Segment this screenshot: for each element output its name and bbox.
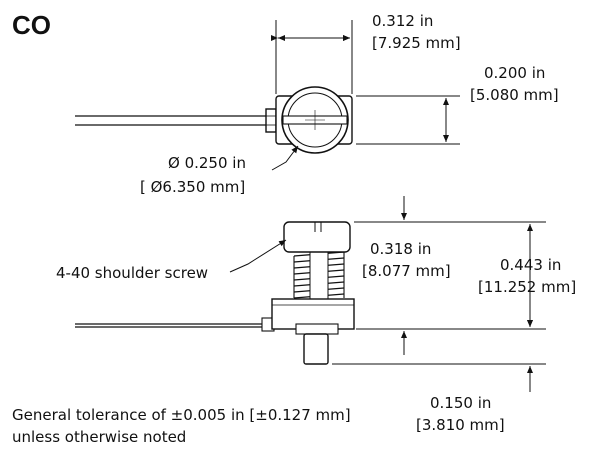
tolerance-note-line2: unless otherwise noted <box>12 428 186 446</box>
connector-tab <box>265 108 277 133</box>
page-title: CO <box>12 10 51 40</box>
width-mm-label: [7.925 mm] <box>372 34 461 52</box>
screw-shoulder <box>303 333 329 365</box>
shoulder-in-label: 0.150 in <box>430 394 491 412</box>
total-height-in-label: 0.443 in <box>500 256 561 274</box>
screw-leader <box>229 239 287 273</box>
spring-coil <box>293 251 345 301</box>
diameter-mm-label: [ Ø6.350 mm] <box>140 178 245 196</box>
width-dimension <box>271 20 353 94</box>
shoulder-mm-label: [3.810 mm] <box>416 416 505 434</box>
screw-height-in-label: 0.318 in <box>370 240 431 258</box>
diameter-leader <box>271 145 299 171</box>
top-view <box>75 86 353 154</box>
screw-height-mm-label: [8.077 mm] <box>362 262 451 280</box>
width-in-label: 0.312 in <box>372 12 433 30</box>
total-height-mm-label: [11.252 mm] <box>478 278 576 296</box>
height-dimension <box>356 95 460 145</box>
side-view <box>75 221 355 365</box>
screw-callout: 4-40 shoulder screw <box>56 264 208 282</box>
height-in-label: 0.200 in <box>484 64 545 82</box>
tolerance-note-line1: General tolerance of ±0.005 in [±0.127 m… <box>12 406 351 424</box>
side-screw-head <box>283 221 351 253</box>
height-mm-label: [5.080 mm] <box>470 86 559 104</box>
diameter-in-label: Ø 0.250 in <box>168 154 246 172</box>
side-extension-lines <box>332 221 546 365</box>
